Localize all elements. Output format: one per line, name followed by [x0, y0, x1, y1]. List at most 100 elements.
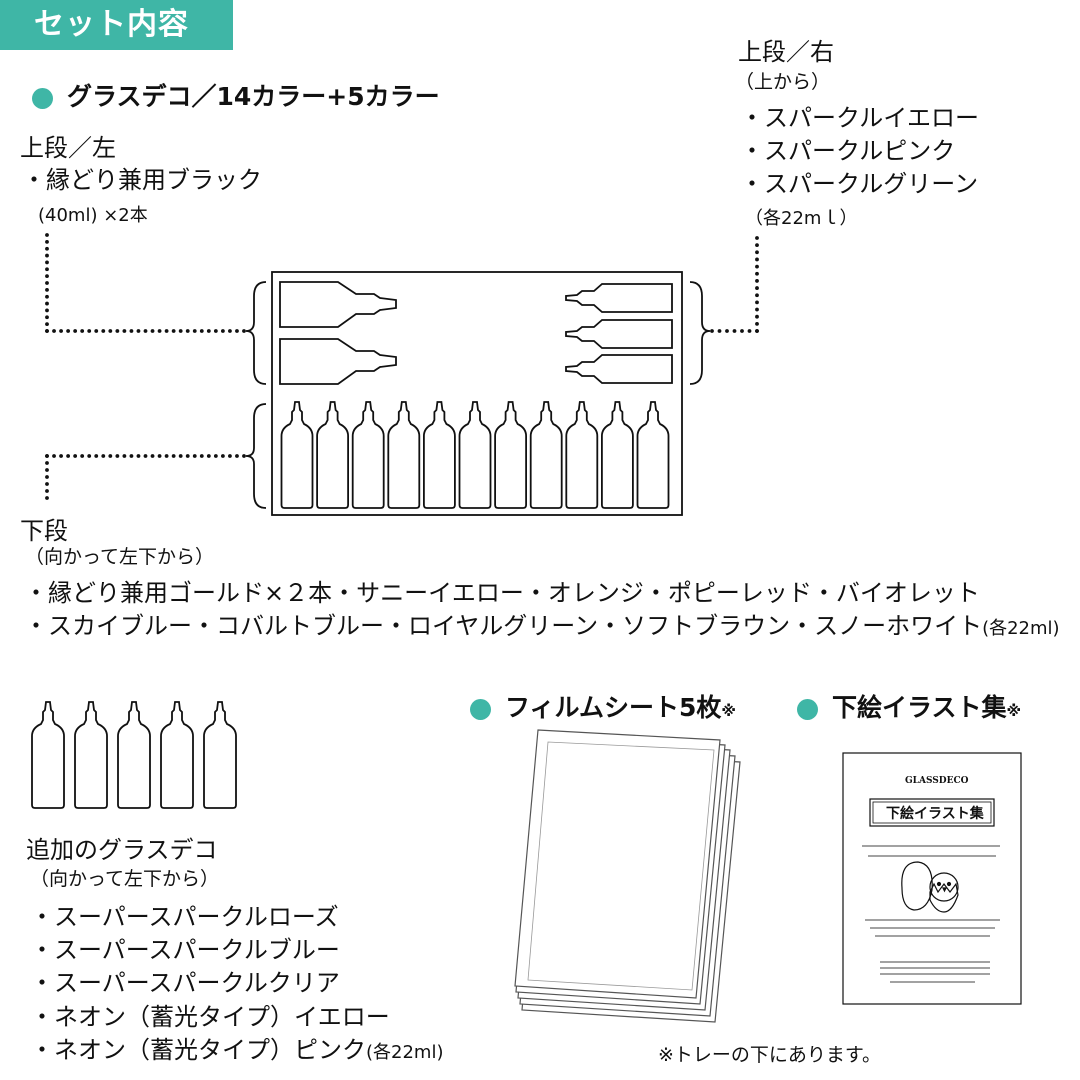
leader-dot: [220, 329, 225, 333]
leader-dot: [122, 454, 127, 458]
illust-mark: ※: [1006, 702, 1022, 720]
upper-right-sub: （上から）: [735, 71, 831, 93]
leader-dot: [136, 329, 141, 333]
leader-dot: [45, 274, 49, 279]
bottle-outline-icon: [316, 401, 349, 509]
leader-dot: [122, 329, 127, 333]
upper-right-heading: 上段／右: [738, 38, 834, 66]
upper-left-heading: 上段／左: [20, 134, 116, 162]
bottle-outline-icon: [636, 401, 670, 509]
leader-dot: [66, 454, 71, 458]
leader-dot: [164, 329, 169, 333]
leader-dot: [150, 454, 155, 458]
leader-dot: [129, 454, 134, 458]
additional-item-5: ・ネオン（蓄光タイプ）ピンク: [30, 1036, 366, 1064]
leader-dot: [59, 329, 63, 333]
film-title-row: フィルムシート5枚※: [470, 688, 736, 724]
leader-dot: [178, 454, 183, 458]
teal-dot-icon: [32, 87, 53, 109]
leader-dot: [73, 454, 78, 458]
leader-dot: [45, 329, 49, 333]
leader-dot: [228, 454, 232, 458]
leader-dot: [101, 329, 106, 333]
leader-dot: [755, 300, 759, 305]
leader-dot: [755, 264, 759, 269]
leader-dot: [717, 329, 722, 333]
lower-heading: 下段: [20, 517, 68, 545]
film-mark: ※: [721, 702, 736, 720]
additional-item-4: ・ネオン（蓄光タイプ）イエロー: [30, 1003, 390, 1031]
leader-dot: [192, 329, 197, 333]
leader-dot: [732, 329, 737, 333]
lower-sub: （向かって左下から）: [25, 546, 215, 568]
leader-dot: [66, 329, 71, 333]
additional-item-2: ・スーパースパークルブルー: [30, 936, 340, 964]
bottle-outline-icon: [203, 701, 237, 809]
bottle-outline-icon: [529, 401, 563, 509]
large-bottle-1: [279, 281, 397, 328]
leader-dot: [45, 301, 49, 306]
upper-right-brace: [689, 281, 711, 385]
large-bottle-2: [279, 338, 397, 385]
leader-dot: [206, 329, 211, 333]
bottle-outline-icon: [117, 701, 151, 809]
leader-dot: [45, 267, 49, 272]
leader-dot: [45, 322, 49, 327]
leader-dot: [206, 454, 211, 458]
leader-dot: [213, 329, 218, 333]
lower-line-2-note: (各22ml): [982, 618, 1060, 639]
leader-dot: [185, 329, 190, 333]
leader-dot: [108, 454, 113, 458]
leader-dot: [45, 475, 49, 479]
leader-dot: [45, 294, 49, 299]
leader-dot: [171, 454, 176, 458]
tray-outline: [271, 271, 683, 516]
film-title: フィルムシート5枚: [505, 693, 722, 722]
bottle-outline-icon: [387, 401, 421, 509]
leader-dot: [45, 308, 49, 313]
additional-heading: 追加のグラスデコ: [26, 836, 218, 864]
teal-dot-icon: [470, 698, 491, 720]
leader-dot: [755, 307, 759, 312]
leader-dot: [213, 454, 218, 458]
teal-dot-icon: [797, 698, 818, 720]
upper-left-item: ・縁どり兼用ブラック: [22, 166, 262, 194]
main-title-row: グラスデコ／14カラー+5カラー: [32, 77, 440, 113]
leader-dot: [45, 454, 49, 458]
lower-line-2: ・スカイブルー・コバルトブルー・ロイヤルグリーン・ソフトブラウン・スノーホワイト: [24, 612, 983, 640]
leader-dot: [52, 329, 56, 333]
additional-item-5-row: ・ネオン（蓄光タイプ）ピンク(各22ml): [30, 1030, 443, 1065]
bottle-outline-icon: [458, 401, 492, 509]
leader-dot: [52, 454, 56, 458]
lower-line-1: ・縁どり兼用ゴールド×２本・サニーイエロー・オレンジ・ポピーレッド・バイオレット: [24, 579, 980, 607]
leader-dot: [740, 329, 744, 333]
upper-left-note: (40ml) ×2本: [38, 205, 148, 226]
main-title: グラスデコ／14カラー+5カラー: [67, 82, 440, 111]
additional-item-3: ・スーパースパークルクリア: [30, 969, 340, 997]
footnote: ※トレーの下にあります。: [658, 1044, 882, 1066]
leader-dot: [157, 329, 162, 333]
leader-dot: [220, 454, 225, 458]
leader-dot: [45, 253, 49, 258]
leader-dot: [725, 329, 729, 333]
leader-dot: [150, 329, 155, 333]
leader-dot: [143, 454, 148, 458]
booklet-title: 下絵イラスト集: [886, 806, 984, 822]
leader-dot: [45, 246, 49, 251]
film-sheets: [514, 729, 741, 1023]
leader-dot: [87, 454, 92, 458]
leader-dot: [235, 329, 239, 333]
lower-bottle-row: [280, 401, 670, 509]
leader-dot: [45, 315, 49, 320]
bottle-outline-icon: [423, 401, 456, 509]
section-tag: セット内容: [0, 0, 233, 50]
leader-dot: [45, 482, 49, 486]
bottle-outline-icon: [601, 401, 634, 509]
leader-dot: [755, 236, 759, 240]
leader-dot: [755, 271, 759, 276]
illustration-booklet: [842, 752, 1022, 1005]
bottle-outline-icon: [351, 401, 385, 509]
leader-dot: [747, 329, 752, 333]
lower-left-brace: [245, 403, 267, 509]
leader-dot: [87, 329, 92, 333]
